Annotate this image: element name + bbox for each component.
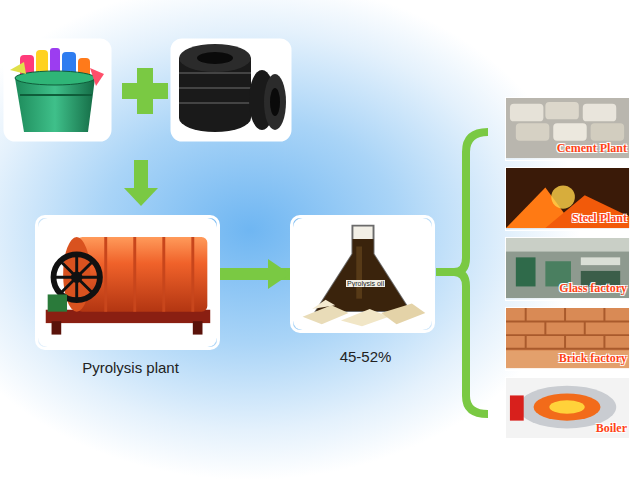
pyrolysis-plant-box: Pyrolysis plant [35, 215, 220, 350]
application-tile: Glass factory [505, 237, 632, 301]
down-arrow [124, 160, 158, 206]
flask-label: Pyrolysis oil [346, 280, 385, 287]
bracket [436, 132, 488, 414]
plastic-waste-picture [5, 40, 110, 140]
node-picture [38, 218, 217, 347]
flow-arrow [220, 268, 290, 280]
application-tile: Cement Plant [505, 97, 632, 161]
plus-sign [122, 68, 168, 114]
yield-percent: 45-52% [340, 348, 392, 365]
tile-label: Glass factory [559, 281, 627, 296]
tile-label: Boiler [596, 421, 627, 436]
tile-label: Steel Plant [572, 211, 627, 226]
pyrolysis-oil-box: Pyrolysis oil45-52% [290, 215, 435, 333]
application-tile: Brick factory [505, 307, 632, 371]
node-heading: Pyrolysis plant [82, 359, 179, 376]
node-picture [293, 218, 432, 330]
application-tile: Boiler [505, 377, 632, 441]
tyre-picture [172, 40, 290, 140]
tile-label: Cement Plant [557, 141, 627, 156]
tile-label: Brick factory [559, 351, 627, 366]
application-tile: Steel Plant [505, 167, 632, 231]
